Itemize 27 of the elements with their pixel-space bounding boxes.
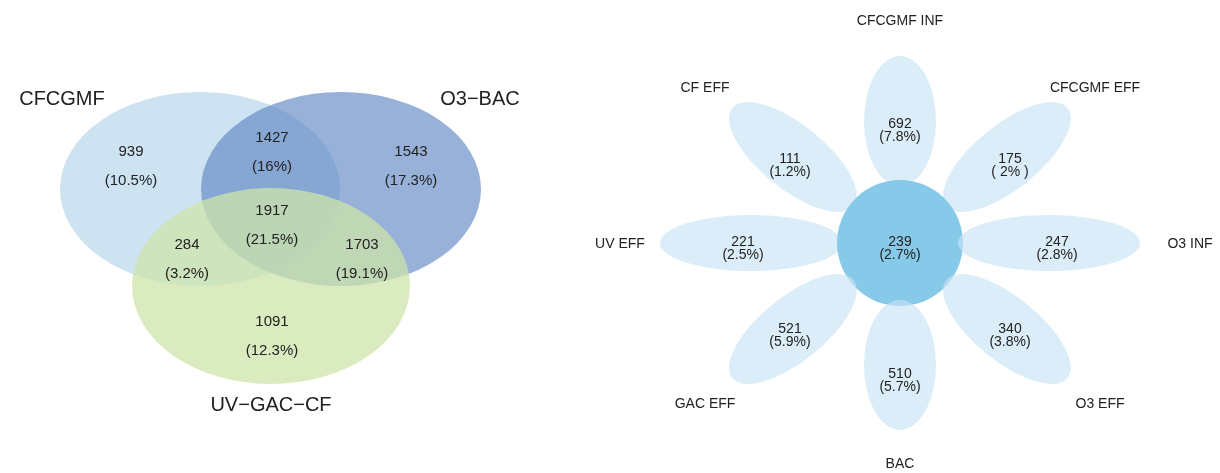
count-label: 247 (2.8%): [1036, 234, 1078, 262]
count-label: 1091 (12.3%): [245, 310, 299, 360]
petal-label: CFCGMF EFF: [1049, 79, 1141, 95]
set-label: O3−BAC: [440, 86, 520, 110]
count-label: 1427 (16%): [252, 126, 292, 176]
petal-label: CF EFF: [680, 79, 730, 95]
count-label: 692 (7.8%): [879, 116, 921, 144]
petal-label: CFCGMF INF: [856, 12, 944, 28]
count-label: 175 ( 2% ): [991, 151, 1029, 179]
count-label: 340 (3.8%): [989, 321, 1031, 349]
set-label: CFCGMF: [19, 86, 105, 110]
count-label: 521 (5.9%): [769, 321, 811, 349]
petal-label: UV EFF: [595, 235, 645, 251]
count-label: 939 (10.5%): [104, 140, 158, 190]
petal-label: GAC EFF: [674, 395, 736, 411]
count-label: 111 (1.2%): [769, 151, 811, 179]
petal-label: O3 EFF: [1075, 395, 1125, 411]
petal-label: BAC: [885, 455, 915, 471]
count-label: 1543 (17.3%): [384, 140, 438, 190]
count-label: 284 (3.2%): [164, 233, 210, 283]
count-label: 1917 (21.5%): [245, 199, 299, 249]
count-label: 239 (2.7%): [879, 234, 921, 262]
count-label: 510 (5.7%): [879, 366, 921, 394]
set-label: UV−GAC−CF: [210, 392, 332, 416]
count-label: 1703 (19.1%): [335, 233, 389, 283]
petal-label: O3 INF: [1167, 235, 1213, 251]
count-label: 221 (2.5%): [722, 234, 764, 262]
